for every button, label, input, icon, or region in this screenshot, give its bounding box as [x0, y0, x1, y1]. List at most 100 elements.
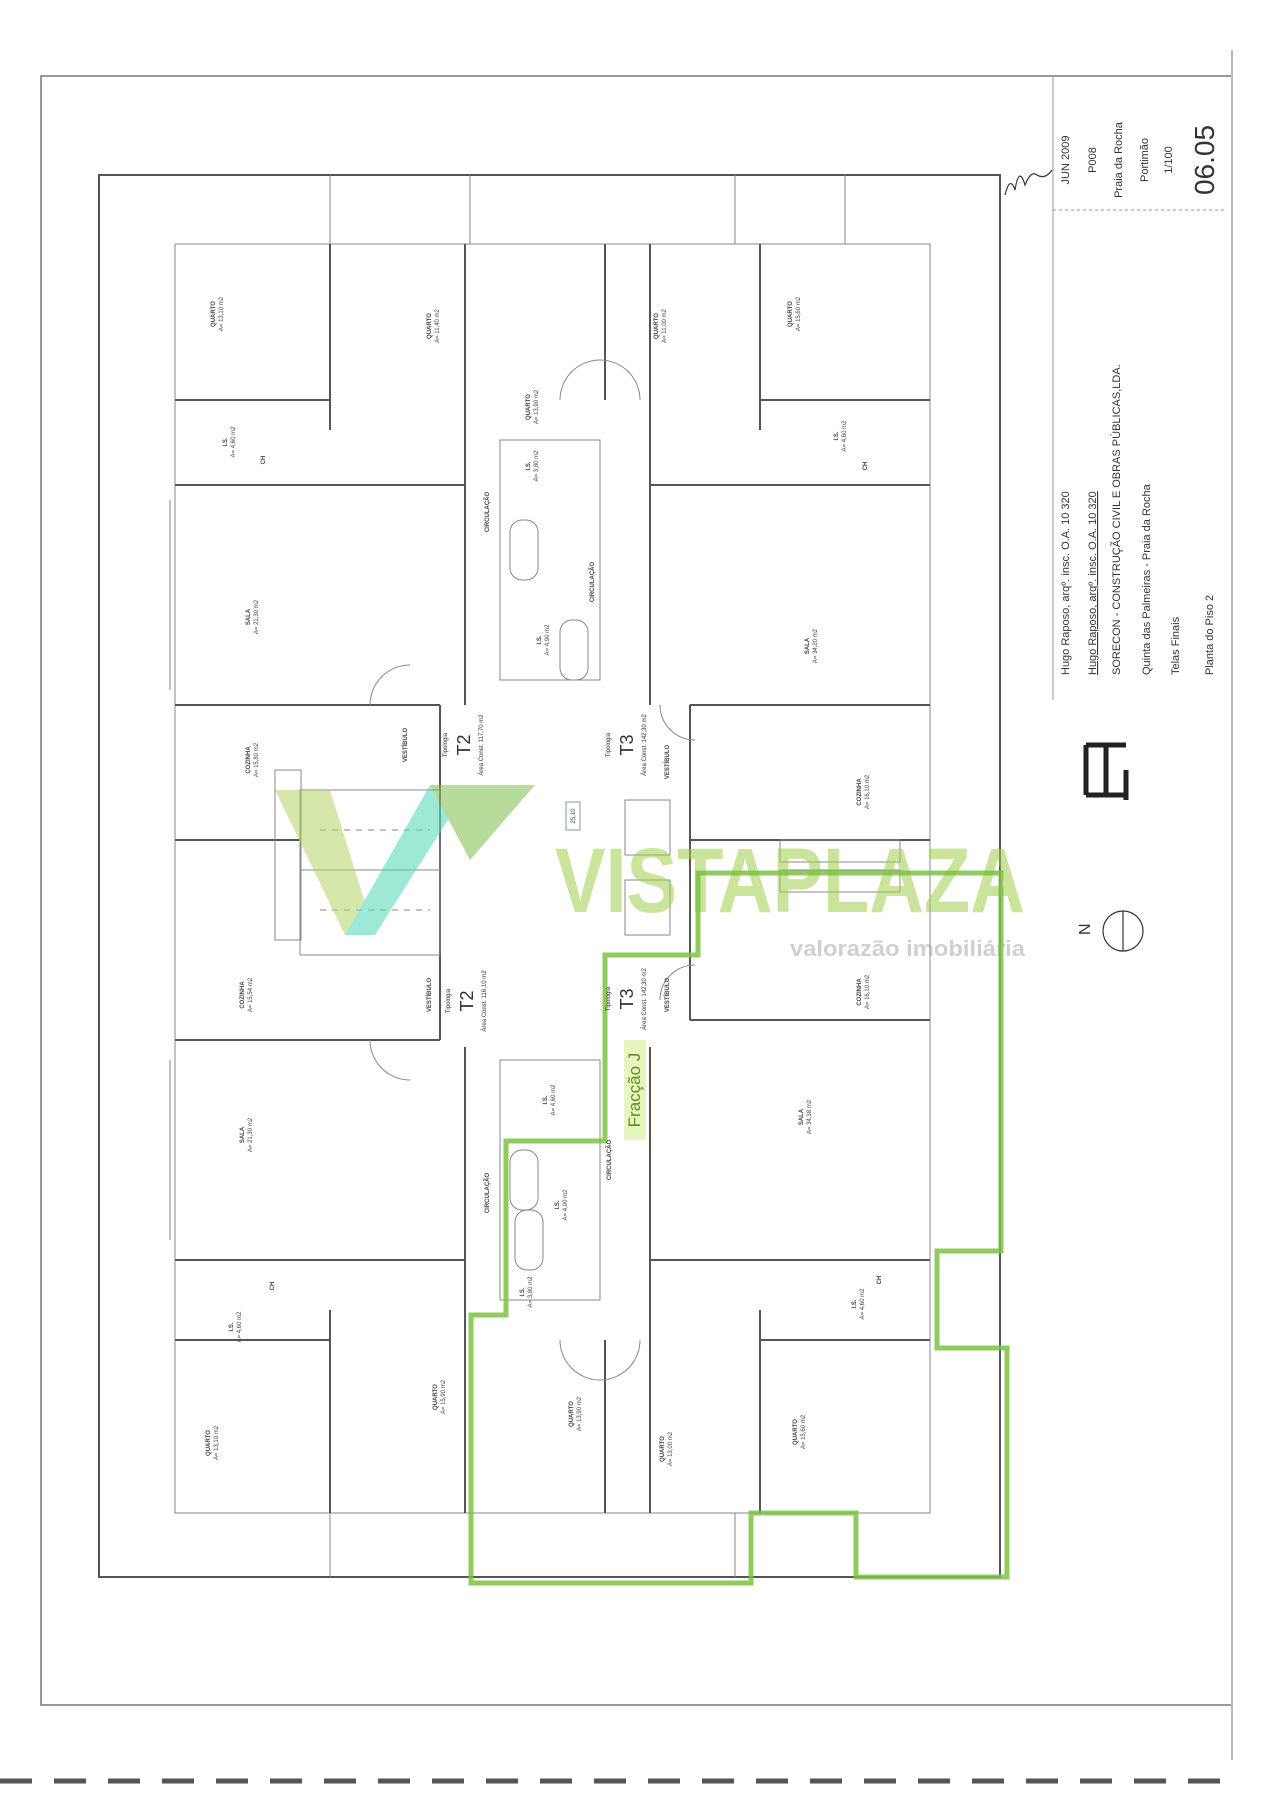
room-area: A= 21,30 m2 — [248, 1117, 254, 1152]
unit-type-label: Tipologia — [606, 732, 612, 757]
room-area: A= 4,60 m2 — [860, 1288, 866, 1320]
room-area: A= 4,60 m2 — [231, 426, 237, 458]
room-name: VESTÍBULO — [663, 745, 671, 780]
title-block: Hugo Raposo, arqº. insc. O.A. 10 320 Hug… — [1004, 76, 1225, 952]
north-arrow-icon: N — [1077, 910, 1144, 952]
room-name: QUARTO — [569, 1401, 575, 1427]
room-area: A= 11,40 m2 — [435, 308, 441, 342]
unit-type: T3 — [617, 734, 637, 755]
room-area: A= 34,20 m2 — [813, 628, 819, 663]
room-area: A= 4,60 m2 — [551, 1084, 557, 1116]
room-name: I.S. — [834, 431, 840, 440]
architect-line-2: Hugo Raposo, arqº. insc. O.A. 10 320 — [1087, 491, 1099, 675]
room-area: A= 11,00 m2 — [662, 308, 668, 342]
room-area: A= 13,10 m2 — [214, 1425, 220, 1460]
building-walls — [98, 174, 1001, 1578]
unit-type-label: Tipologia — [446, 988, 452, 1013]
room-name: COZINHA — [240, 981, 246, 1009]
unit-area: Área Const. 116,10 m2 — [481, 970, 488, 1032]
room-name: COZINHA — [857, 778, 863, 806]
room-area: A= 16,10 m2 — [865, 974, 871, 1009]
fraccao-j-label: Fracção J — [625, 1053, 644, 1128]
room-name: I.S. — [555, 1200, 561, 1209]
unit-area: Área Const. 117,70 m2 — [478, 714, 485, 776]
room-area: A= 15,80 m2 — [254, 742, 260, 777]
svg-text:N: N — [1077, 923, 1094, 935]
location-2: Portimão — [1139, 138, 1151, 182]
room-name: SALA — [246, 608, 252, 625]
room-name: CIRCULAÇÃO — [484, 492, 491, 533]
room-name: I.S. — [223, 437, 229, 446]
room-area: A= 3,80 m2 — [534, 450, 540, 482]
unit-type: T3 — [617, 988, 637, 1009]
room-name: SALA — [240, 1126, 246, 1143]
room-name: CH — [877, 1276, 883, 1285]
room-name: COZINHA — [857, 978, 863, 1006]
room-area: A= 4,00 m2 — [563, 1189, 569, 1221]
fraccao-j-label-bg — [624, 1040, 646, 1140]
room-name: QUARTO — [660, 1436, 666, 1462]
room-area: A= 13,10 m2 — [219, 296, 225, 331]
room-name: QUARTO — [427, 313, 433, 339]
unit-type-label: Tipologia — [443, 732, 449, 757]
room-name: I.S. — [537, 635, 543, 644]
room-name: CIRCULAÇÃO — [484, 1173, 491, 1214]
room-name: CH — [270, 1282, 276, 1291]
room-name: I.S. — [543, 1095, 549, 1104]
room-name: QUARTO — [211, 301, 217, 327]
room-name: I.S. — [526, 461, 532, 470]
drawing-title: Planta do Piso 2 — [1204, 595, 1216, 675]
room-name: CIRCULAÇÃO — [589, 562, 596, 603]
unit-area: Área Const. 142,30 m2 — [641, 713, 648, 775]
unit-type: T2 — [454, 734, 474, 755]
room-name: VESTÍBULO — [401, 728, 409, 763]
room-name: QUARTO — [526, 394, 532, 420]
unit-type: T2 — [457, 990, 477, 1011]
room-area: A= 3,80 m2 — [528, 1276, 534, 1308]
room-name: CH — [261, 456, 267, 465]
watermark-brand: VISTAPLAZA — [555, 830, 1025, 932]
project-name: Quinta das Palmeiras - Praia da Rocha — [1141, 483, 1153, 675]
room-name: QUARTO — [654, 313, 660, 339]
room-name: SALA — [805, 637, 811, 654]
unit-area: Área Const. 142,30 m2 — [641, 967, 648, 1029]
room-name: QUARTO — [793, 1419, 799, 1445]
signature — [1004, 169, 1053, 196]
room-area: A= 21,30 m2 — [254, 599, 260, 634]
room-name: I.S. — [852, 1299, 858, 1308]
room-name: VESTÍBULO — [425, 978, 433, 1013]
room-area: A= 34,38 m2 — [807, 1099, 813, 1134]
client-name: SORECON - CONSTRUÇÃO CIVIL E OBRAS PÚBLI… — [1110, 364, 1123, 675]
room-area: A= 13,90 m2 — [534, 389, 540, 424]
architect-line-1: Hugo Raposo, arqº. insc. O.A. 10 320 — [1060, 491, 1072, 675]
watermark-logo: VISTAPLAZA valorazão imobiliária — [275, 785, 1026, 961]
room-area: A= 13,00 m2 — [668, 1431, 674, 1466]
phase: Telas Finais — [1170, 616, 1182, 675]
room-name: SALA — [799, 1108, 805, 1125]
stair-area-label: 25,10 — [571, 808, 577, 824]
drawing-code: P008 — [1087, 147, 1099, 173]
room-name: CH — [863, 462, 869, 471]
sheet-number: 06.05 — [1189, 125, 1220, 195]
room-area: A= 4,60 m2 — [842, 420, 848, 452]
room-name: QUARTO — [206, 1430, 212, 1456]
room-name: QUARTO — [433, 1384, 439, 1410]
fraccao-j-outline — [468, 870, 1010, 1586]
room-name: I.S. — [520, 1287, 526, 1296]
room-name: I.S. — [229, 1322, 235, 1331]
hr-logo — [1083, 742, 1129, 800]
watermark-tagline: valorazão imobiliária — [790, 936, 1026, 961]
room-name: VESTÍBULO — [663, 978, 671, 1013]
scale: 1/100 — [1163, 146, 1175, 174]
room-area: A= 15,90 m2 — [441, 1379, 447, 1414]
room-area: A= 4,90 m2 — [545, 624, 551, 656]
room-area: A= 15,54 m2 — [248, 977, 254, 1012]
room-area: A= 13,90 m2 — [577, 1396, 583, 1431]
room-area: A= 16,10 m2 — [865, 774, 871, 809]
unit-type-label: Tipologia — [606, 986, 612, 1011]
location-1: Praia da Rocha — [1113, 121, 1125, 198]
room-name: COZINHA — [246, 746, 252, 774]
